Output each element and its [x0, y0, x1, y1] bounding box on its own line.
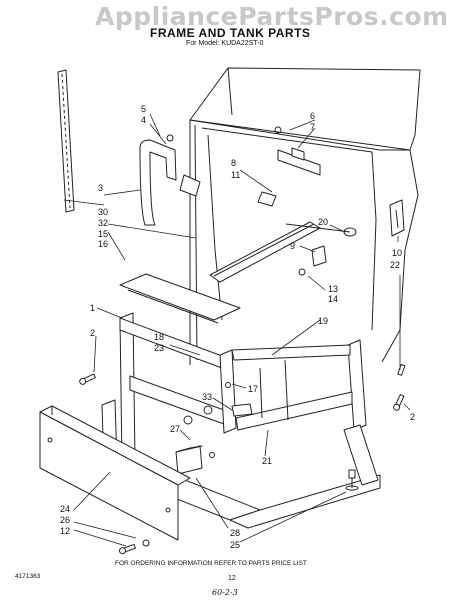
callout-labels: 3 30 32 15 16 5 4 6 7 8 11 20 9 13 14 10… [60, 104, 415, 550]
diagram-title: FRAME AND TANK PARTS [150, 26, 311, 40]
callout-12: 12 [60, 526, 70, 536]
cross-rail [119, 273, 241, 324]
callout-13: 13 [328, 284, 338, 294]
callout-15: 15 [98, 229, 108, 239]
callout-33: 33 [202, 392, 212, 402]
watermark: AppliancePartsPros.com [95, 2, 449, 31]
callout-14: 14 [328, 294, 338, 304]
callout-7: 7 [310, 122, 315, 132]
callout-2-left: 2 [90, 328, 95, 338]
diverter-parts [285, 223, 357, 276]
kick-plate [39, 405, 191, 541]
callout-21: 21 [262, 456, 272, 466]
callout-17: 17 [248, 384, 258, 394]
callout-3: 3 [98, 183, 103, 193]
rear-frame [229, 339, 381, 529]
tank-outline [189, 67, 421, 365]
callout-32: 32 [98, 218, 108, 228]
callout-1: 1 [90, 303, 95, 313]
rail-assembly [209, 221, 321, 283]
callout-25: 25 [230, 540, 240, 550]
small-parts [175, 382, 253, 475]
page-number: 12 [228, 575, 236, 582]
callout-6: 6 [310, 111, 315, 121]
callout-9: 9 [290, 241, 295, 251]
callout-2-right: 2 [410, 412, 415, 422]
u-bracket [139, 139, 201, 226]
callout-27: 27 [170, 424, 180, 434]
callout-23: 23 [154, 343, 164, 353]
callout-11: 11 [231, 170, 240, 180]
callout-10: 10 [392, 248, 402, 258]
leader-lines [63, 113, 411, 547]
callout-18: 18 [154, 332, 164, 342]
callout-4: 4 [141, 115, 146, 125]
top-bracket [166, 126, 321, 207]
model-line: For Model: KUDA22ST-0 [186, 40, 264, 47]
callout-28: 28 [230, 528, 240, 538]
callout-19: 19 [318, 316, 328, 326]
callout-20: 20 [318, 217, 328, 227]
callout-16: 16 [98, 239, 108, 249]
callout-30: 30 [98, 207, 108, 217]
leveling-leg [345, 469, 359, 491]
callout-5: 5 [141, 104, 146, 114]
side-strip [57, 69, 75, 213]
callout-8: 8 [231, 158, 236, 168]
callout-26: 26 [60, 515, 70, 525]
callout-22: 22 [390, 260, 400, 270]
sheet-part-number: 4171363 [15, 573, 41, 580]
callout-24: 24 [60, 504, 70, 514]
ordering-info: FOR ORDERING INFORMATION REFER TO PARTS … [115, 560, 307, 567]
handwritten-note: 60-2-3 [212, 588, 238, 597]
hinge-bracket [389, 199, 405, 237]
screws [79, 363, 406, 555]
